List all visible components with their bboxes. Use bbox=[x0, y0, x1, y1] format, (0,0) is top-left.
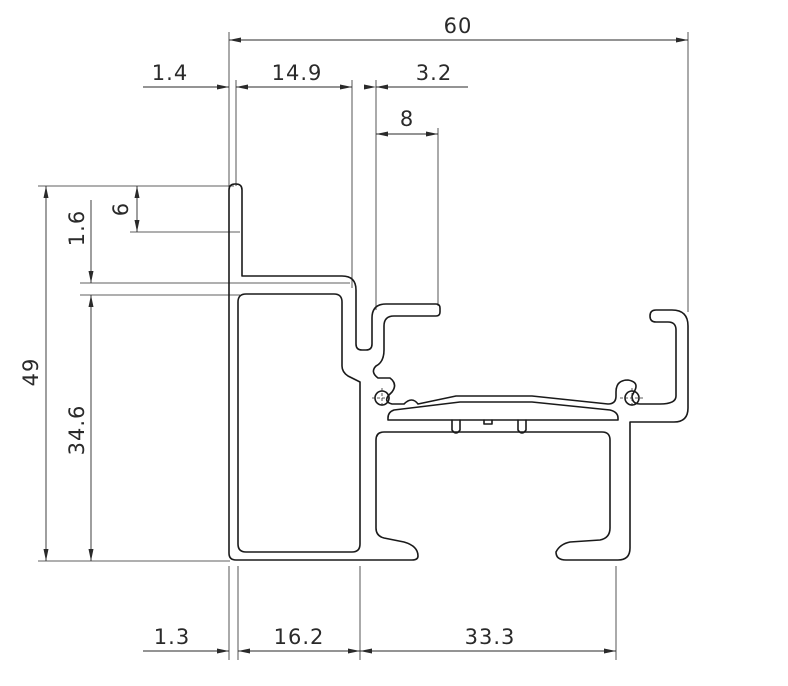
centerlines bbox=[372, 388, 644, 408]
dimension-14-9: 14.9 bbox=[272, 61, 352, 90]
dimension-1-4: 1.4 bbox=[143, 61, 352, 90]
dimension-49: 49 bbox=[19, 186, 49, 561]
dim-text-33-3: 33.3 bbox=[465, 625, 516, 649]
dim-text-49: 49 bbox=[19, 358, 43, 387]
extension-lines bbox=[38, 32, 689, 660]
dimension-6: 6 bbox=[109, 186, 140, 232]
dimension-1-6: 1.6 bbox=[65, 200, 94, 307]
dim-text-1-4: 1.4 bbox=[152, 61, 188, 85]
aluminium-profile bbox=[228, 183, 689, 561]
dimension-16-2: 16.2 bbox=[238, 625, 360, 654]
dimension-34-6: 34.6 bbox=[65, 295, 94, 561]
dimension-33-3: 33.3 bbox=[360, 625, 616, 654]
dim-text-60: 60 bbox=[444, 14, 473, 38]
dim-text-14-9: 14.9 bbox=[272, 61, 323, 85]
dim-text-1-3: 1.3 bbox=[154, 625, 190, 649]
dim-text-3-2: 3.2 bbox=[416, 61, 452, 85]
dimension-3-2: 3.2 bbox=[364, 61, 468, 90]
dim-text-16-2: 16.2 bbox=[274, 625, 325, 649]
dim-text-6: 6 bbox=[109, 202, 133, 216]
dim-text-34-6: 34.6 bbox=[65, 405, 89, 456]
dim-text-8: 8 bbox=[400, 107, 414, 131]
dimension-8: 8 bbox=[376, 107, 438, 137]
dimension-1-3: 1.3 bbox=[143, 625, 250, 654]
dimension-60: 60 bbox=[229, 14, 688, 43]
dim-text-1-6: 1.6 bbox=[65, 210, 89, 246]
